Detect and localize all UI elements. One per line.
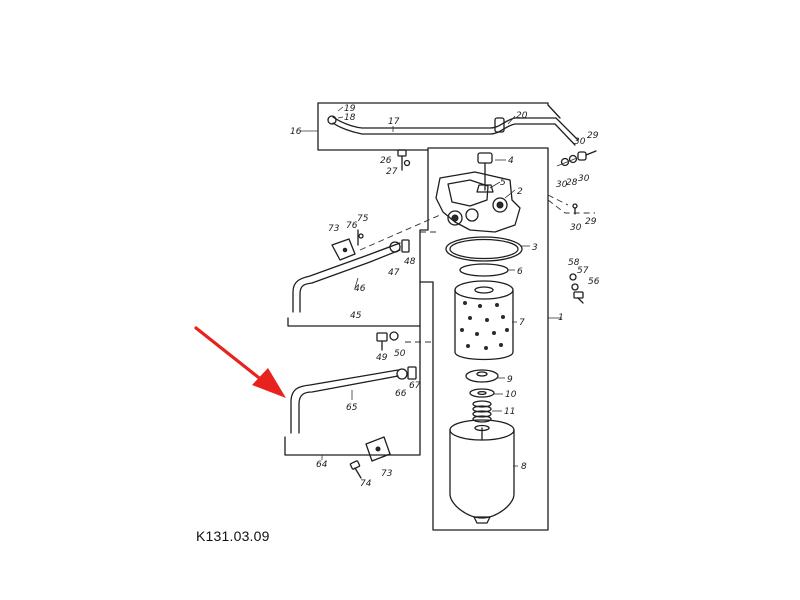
label-8: 8: [521, 462, 527, 472]
screw-26: [397, 149, 411, 171]
label-49: 49: [376, 353, 388, 363]
o-ring-3: [445, 236, 523, 262]
seal-9: [465, 369, 499, 383]
label-76: 76: [346, 221, 358, 231]
label-29b: 29: [585, 217, 597, 227]
filter-head: [435, 152, 521, 233]
fuel-pipe-65: [284, 281, 421, 456]
label-75: 75: [357, 214, 369, 224]
label-30d: 30: [570, 223, 582, 233]
label-67: 67: [409, 381, 421, 391]
clamp-73-lower: [349, 436, 391, 479]
return-pipe-assembly: [300, 102, 579, 151]
label-73a: 73: [328, 224, 340, 234]
label-19: 19: [344, 104, 356, 114]
label-46: 46: [354, 284, 366, 294]
label-10: 10: [505, 390, 517, 400]
filter-bowl-8: [449, 419, 515, 524]
label-6: 6: [517, 267, 523, 277]
label-5: 5: [500, 178, 506, 188]
label-58: 58: [568, 258, 580, 268]
label-66: 66: [395, 389, 407, 399]
label-30b: 30: [556, 180, 568, 190]
label-9: 9: [507, 375, 513, 385]
label-65: 65: [346, 403, 358, 413]
label-57: 57: [577, 266, 589, 276]
label-11: 11: [504, 407, 515, 417]
part-number-labels: 1 2 3 4 5 6 7 8 9 10 11 16 17 18 19 20 2…: [290, 104, 600, 489]
label-73b: 73: [381, 469, 393, 479]
gasket-6: [459, 263, 509, 277]
banjo-fittings-right: [547, 150, 597, 215]
label-4: 4: [508, 156, 514, 166]
label-18: 18: [344, 113, 356, 123]
label-29a: 29: [587, 131, 599, 141]
banjo-bolt-49: [376, 331, 399, 351]
filter-housing-frame: [419, 147, 562, 531]
washer-10: [469, 388, 495, 398]
label-7: 7: [519, 318, 525, 328]
label-47: 47: [388, 268, 400, 278]
label-1: 1: [558, 313, 564, 323]
fuel-pipe-46: [287, 229, 421, 327]
label-30a: 30: [574, 137, 586, 147]
label-27: 27: [386, 167, 398, 177]
diagram-reference-code: K131.03.09: [196, 528, 270, 544]
spring-11: [472, 400, 492, 423]
label-26: 26: [380, 156, 392, 166]
label-17: 17: [388, 117, 400, 127]
label-56: 56: [588, 277, 600, 287]
label-45: 45: [350, 311, 362, 321]
label-64: 64: [316, 460, 328, 470]
bolts-56-58: [569, 273, 584, 304]
leader-lines: [321, 106, 530, 467]
label-48: 48: [404, 257, 416, 267]
label-2: 2: [517, 187, 523, 197]
label-30c: 30: [578, 174, 590, 184]
red-arrow-icon: [194, 326, 286, 398]
label-20: 20: [516, 111, 528, 121]
filter-element-7: [454, 280, 514, 361]
label-28: 28: [566, 178, 578, 188]
label-74: 74: [360, 479, 372, 489]
label-3: 3: [532, 243, 538, 253]
label-16: 16: [290, 127, 302, 137]
label-50: 50: [394, 349, 406, 359]
